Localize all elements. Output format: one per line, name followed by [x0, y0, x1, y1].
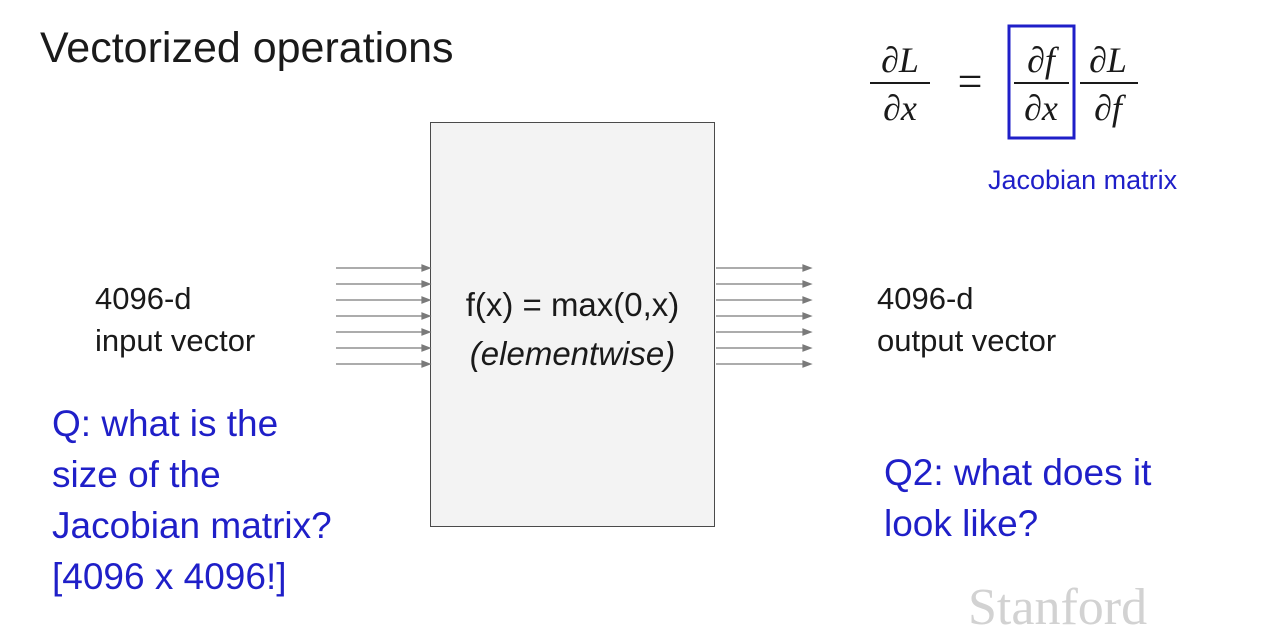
output-arrowhead	[802, 264, 813, 272]
question2-line2: look like?	[884, 503, 1039, 544]
formula-lhs-numerator: ∂L	[881, 40, 919, 80]
output-arrowhead	[802, 328, 813, 336]
question1-answer: [4096 x 4096!]	[52, 556, 287, 597]
input-arrowhead	[421, 312, 432, 320]
formula-equals: =	[958, 57, 983, 106]
input-dimension-label: 4096-d	[95, 281, 192, 316]
jacobian-highlight-box	[1007, 24, 1076, 140]
jacobian-caption: Jacobian matrix	[988, 165, 1178, 195]
formula-rhs-numerator: ∂L	[1089, 40, 1127, 80]
input-arrowhead	[421, 344, 432, 352]
question2-line1: Q2: what does it	[884, 452, 1152, 493]
stanford-watermark: Stanford	[968, 579, 1148, 636]
output-dimension-label: 4096-d	[877, 281, 974, 316]
question1-line2: size of the	[52, 454, 221, 495]
output-arrowhead	[802, 360, 813, 368]
function-label: f(x) = max(0,x)	[465, 286, 680, 323]
input-arrowhead	[421, 328, 432, 336]
output-arrowhead	[802, 344, 813, 352]
question1-line1: Q: what is the	[52, 403, 279, 444]
formula-rhs-denominator: ∂f	[1094, 88, 1127, 128]
function-box	[430, 122, 715, 527]
formula-lhs-denominator: ∂x	[883, 88, 917, 128]
input-arrowhead	[421, 360, 432, 368]
formula-jacobian-denominator: ∂x	[1024, 88, 1058, 128]
output-vector-label: output vector	[877, 323, 1057, 358]
formula-jacobian-numerator: ∂f	[1027, 40, 1060, 80]
input-vector-label: input vector	[95, 323, 256, 358]
function-sublabel: (elementwise)	[469, 335, 676, 372]
output-arrowhead	[802, 312, 813, 320]
question1-line3: Jacobian matrix?	[52, 505, 332, 546]
output-arrowhead	[802, 296, 813, 304]
input-arrowhead	[421, 264, 432, 272]
input-arrowhead	[421, 280, 432, 288]
slide-title: Vectorized operations	[40, 24, 454, 72]
input-arrowhead	[421, 296, 432, 304]
chain-rule-formula: ∂L ∂x = ∂f ∂x ∂L ∂f	[862, 20, 1162, 150]
output-arrowhead	[802, 280, 813, 288]
